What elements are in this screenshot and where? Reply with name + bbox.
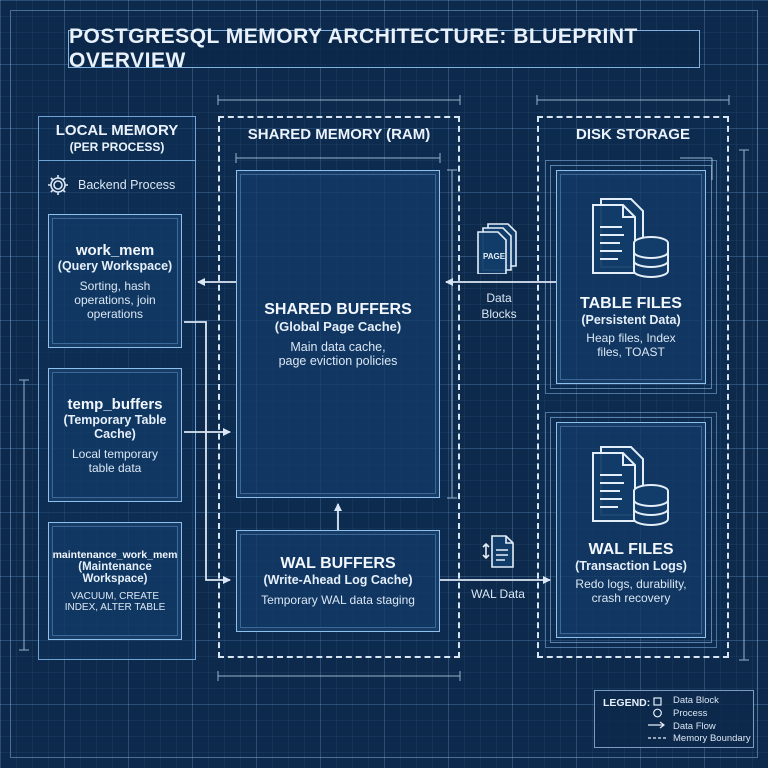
circle-icon xyxy=(653,708,662,718)
table-files-name: TABLE FILES xyxy=(580,295,682,312)
dimension-line-disk-inner xyxy=(680,157,713,180)
wal-data-label: WAL Data xyxy=(471,587,525,601)
page-icon: PAGE xyxy=(476,222,524,275)
log-database-icon xyxy=(592,446,669,527)
gear-icon xyxy=(48,175,68,195)
wal-buffers-name: WAL BUFFERS xyxy=(280,555,396,572)
local-memory-header: LOCAL MEMORY (PER PROCESS) xyxy=(39,117,195,161)
legend-item-data-flow: Data Flow xyxy=(673,721,716,732)
table-files-stack-2 xyxy=(550,165,712,389)
wal-doc-icon xyxy=(480,532,520,572)
page-title: POSTGRESQL MEMORY ARCHITECTURE: BLUEPRIN… xyxy=(68,25,700,72)
shared-buffers-desc: Main data cache, page eviction policies xyxy=(278,339,398,368)
legend-item-process: Process xyxy=(673,708,708,719)
wal-buffers-desc: Temporary WAL data staging xyxy=(261,593,415,607)
temp-buffers-desc: Local temporary table data xyxy=(71,446,159,475)
data-blocks-label: Data Blocks xyxy=(481,291,517,321)
temp-buffers-name: temp_buffers xyxy=(67,395,163,413)
work-mem-sub: (Query Workspace) xyxy=(57,258,173,273)
dimension-line-right xyxy=(739,149,749,661)
dimension-line-top-disk xyxy=(536,95,730,105)
wal-files-stack-2 xyxy=(550,417,712,643)
maintenance-work-mem-box: maintenance_work_mem (Maintenance Worksp… xyxy=(48,522,182,640)
wal-files-sub: (Transaction Logs) xyxy=(575,559,687,573)
dimension-line-inner-right xyxy=(447,169,457,499)
file-database-icon xyxy=(592,198,669,279)
disk-storage-title: DISK STORAGE xyxy=(576,126,690,143)
legend-item-memory-boundary: Memory Boundary xyxy=(673,733,751,744)
dimension-line-top-shared xyxy=(217,95,461,105)
legend-symbols xyxy=(648,697,666,739)
dimension-line-bottom-shared xyxy=(217,671,461,681)
work-mem-box: work_mem (Query Workspace) Sorting, hash… xyxy=(48,214,182,348)
blueprint-frame xyxy=(10,10,758,758)
page-icon-label: PAGE xyxy=(482,252,506,261)
arrow-icon xyxy=(648,721,665,729)
maintenance-work-mem-desc: VACUUM, CREATE INDEX, ALTER TABLE xyxy=(64,591,166,613)
temp-buffers-box: temp_buffers (Temporary Table Cache) Loc… xyxy=(48,368,182,502)
wal-files-desc: Redo logs, durability, crash recovery xyxy=(575,577,687,605)
backend-process: Backend Process xyxy=(46,172,194,198)
shared-buffers-box: SHARED BUFFERS (Global Page Cache) Main … xyxy=(236,170,440,498)
work-mem-name: work_mem xyxy=(75,241,155,259)
local-memory-title: LOCAL MEMORY xyxy=(55,122,179,139)
table-files-stack xyxy=(545,160,717,394)
table-files-box: TABLE FILES (Persistent Data) Heap files… xyxy=(556,170,706,384)
shared-memory-title: SHARED MEMORY (RAM) xyxy=(247,126,431,143)
dimension-line-left xyxy=(19,379,29,651)
shared-buffers-name: SHARED BUFFERS xyxy=(264,300,412,318)
temp-buffers-sub: (Temporary Table Cache) xyxy=(63,412,167,441)
maintenance-work-mem-name: maintenance_work_mem xyxy=(52,549,178,561)
table-files-sub: (Persistent Data) xyxy=(581,313,681,327)
legend-title: LEGEND: xyxy=(603,697,651,709)
maintenance-work-mem-sub: (Maintenance Workspace) xyxy=(78,561,152,585)
legend: LEGEND: Data Block Process Data Flow Mem… xyxy=(594,690,754,748)
square-icon xyxy=(653,697,662,706)
shared-buffers-sub: (Global Page Cache) xyxy=(274,318,402,334)
wal-files-stack xyxy=(545,412,717,648)
local-memory-subtitle: (PER PROCESS) xyxy=(69,140,165,154)
dimension-line-inner-shared xyxy=(235,153,441,163)
wal-files-name: WAL FILES xyxy=(588,541,674,558)
wal-buffers-box: WAL BUFFERS (Write-Ahead Log Cache) Temp… xyxy=(236,530,440,632)
arrow-work-mem-to-wal xyxy=(184,321,231,584)
legend-item-data-block: Data Block xyxy=(673,695,719,706)
table-files-desc: Heap files, Index files, TOAST xyxy=(586,331,676,359)
backend-process-label: Backend Process xyxy=(78,178,176,192)
wal-buffers-sub: (Write-Ahead Log Cache) xyxy=(263,573,413,587)
wal-files-box: WAL FILES (Transaction Logs) Redo logs, … xyxy=(556,422,706,638)
work-mem-desc: Sorting, hash operations, join operation… xyxy=(74,278,156,321)
